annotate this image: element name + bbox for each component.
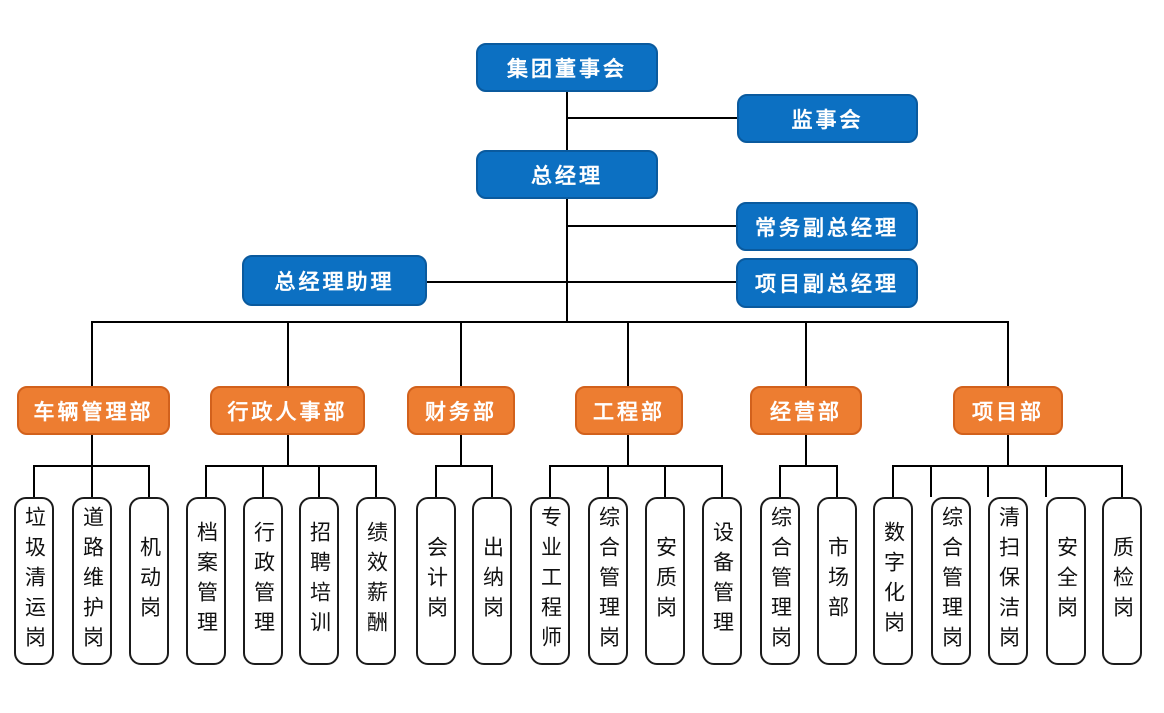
org-node-general-manager: 总经理	[476, 150, 658, 199]
connector-line	[460, 435, 462, 466]
connector-line	[91, 321, 93, 386]
connector-line	[566, 117, 738, 119]
connector-line	[91, 435, 93, 466]
connector-line	[262, 465, 264, 497]
dept-node-admin-hr: 行政人事部	[210, 386, 365, 435]
connector-line	[92, 321, 1009, 323]
connector-line	[566, 281, 736, 283]
post-node: 垃圾清运岗	[14, 497, 54, 665]
connector-line	[148, 465, 150, 497]
post-node: 专业工程师	[530, 497, 570, 665]
connector-line	[33, 465, 35, 497]
connector-line	[91, 465, 93, 497]
post-node: 道路维护岗	[72, 497, 112, 665]
connector-line	[566, 225, 736, 227]
post-node: 清扫保洁岗	[988, 497, 1028, 665]
org-node-project-deputy-gm: 项目副总经理	[736, 258, 918, 308]
connector-line	[779, 465, 781, 497]
connector-line	[987, 465, 989, 497]
connector-line	[427, 281, 568, 283]
org-node-supervisory-board: 监事会	[737, 94, 918, 143]
connector-line	[892, 465, 1123, 467]
connector-line	[491, 465, 493, 497]
org-node-gm-assistant: 总经理助理	[242, 255, 427, 306]
dept-node-operations: 经营部	[750, 386, 862, 435]
connector-line	[930, 465, 932, 497]
post-node: 综合管理岗	[931, 497, 971, 665]
post-node: 市场部	[817, 497, 857, 665]
post-node: 档案管理	[186, 497, 226, 665]
post-node: 招聘培训	[299, 497, 339, 665]
org-node-board: 集团董事会	[476, 43, 658, 92]
connector-line	[549, 465, 551, 497]
org-node-executive-deputy-gm: 常务副总经理	[736, 202, 918, 251]
connector-line	[779, 465, 838, 467]
connector-line	[287, 435, 289, 466]
connector-line	[805, 321, 807, 386]
post-node: 数字化岗	[873, 497, 913, 665]
connector-line	[1121, 465, 1123, 497]
post-node: 质检岗	[1102, 497, 1142, 665]
connector-line	[805, 435, 807, 466]
dept-node-vehicle-management: 车辆管理部	[17, 386, 170, 435]
connector-line	[287, 321, 289, 386]
post-node: 行政管理	[243, 497, 283, 665]
post-node: 机动岗	[129, 497, 169, 665]
connector-line	[836, 465, 838, 497]
connector-line	[1007, 321, 1009, 386]
connector-line	[549, 465, 723, 467]
connector-line	[318, 465, 320, 497]
post-node: 设备管理	[702, 497, 742, 665]
connector-line	[607, 465, 609, 497]
connector-line	[721, 465, 723, 497]
connector-line	[664, 465, 666, 497]
connector-line	[460, 321, 462, 386]
post-node: 出纳岗	[472, 497, 512, 665]
connector-line	[375, 465, 377, 497]
connector-line	[435, 465, 437, 497]
post-node: 综合管理岗	[588, 497, 628, 665]
connector-line	[435, 465, 493, 467]
connector-line	[1045, 465, 1047, 497]
post-node: 综合管理岗	[760, 497, 800, 665]
dept-node-engineering: 工程部	[575, 386, 683, 435]
dept-node-finance: 财务部	[407, 386, 515, 435]
connector-line	[627, 435, 629, 466]
connector-line	[566, 92, 568, 150]
post-node: 安全岗	[1046, 497, 1086, 665]
connector-line	[892, 465, 894, 497]
connector-line	[566, 199, 568, 323]
connector-line	[205, 465, 377, 467]
connector-line	[205, 465, 207, 497]
post-node: 会计岗	[416, 497, 456, 665]
connector-line	[1007, 435, 1009, 466]
post-node: 绩效薪酬	[356, 497, 396, 665]
dept-node-projects: 项目部	[953, 386, 1063, 435]
connector-line	[627, 321, 629, 386]
post-node: 安质岗	[645, 497, 685, 665]
